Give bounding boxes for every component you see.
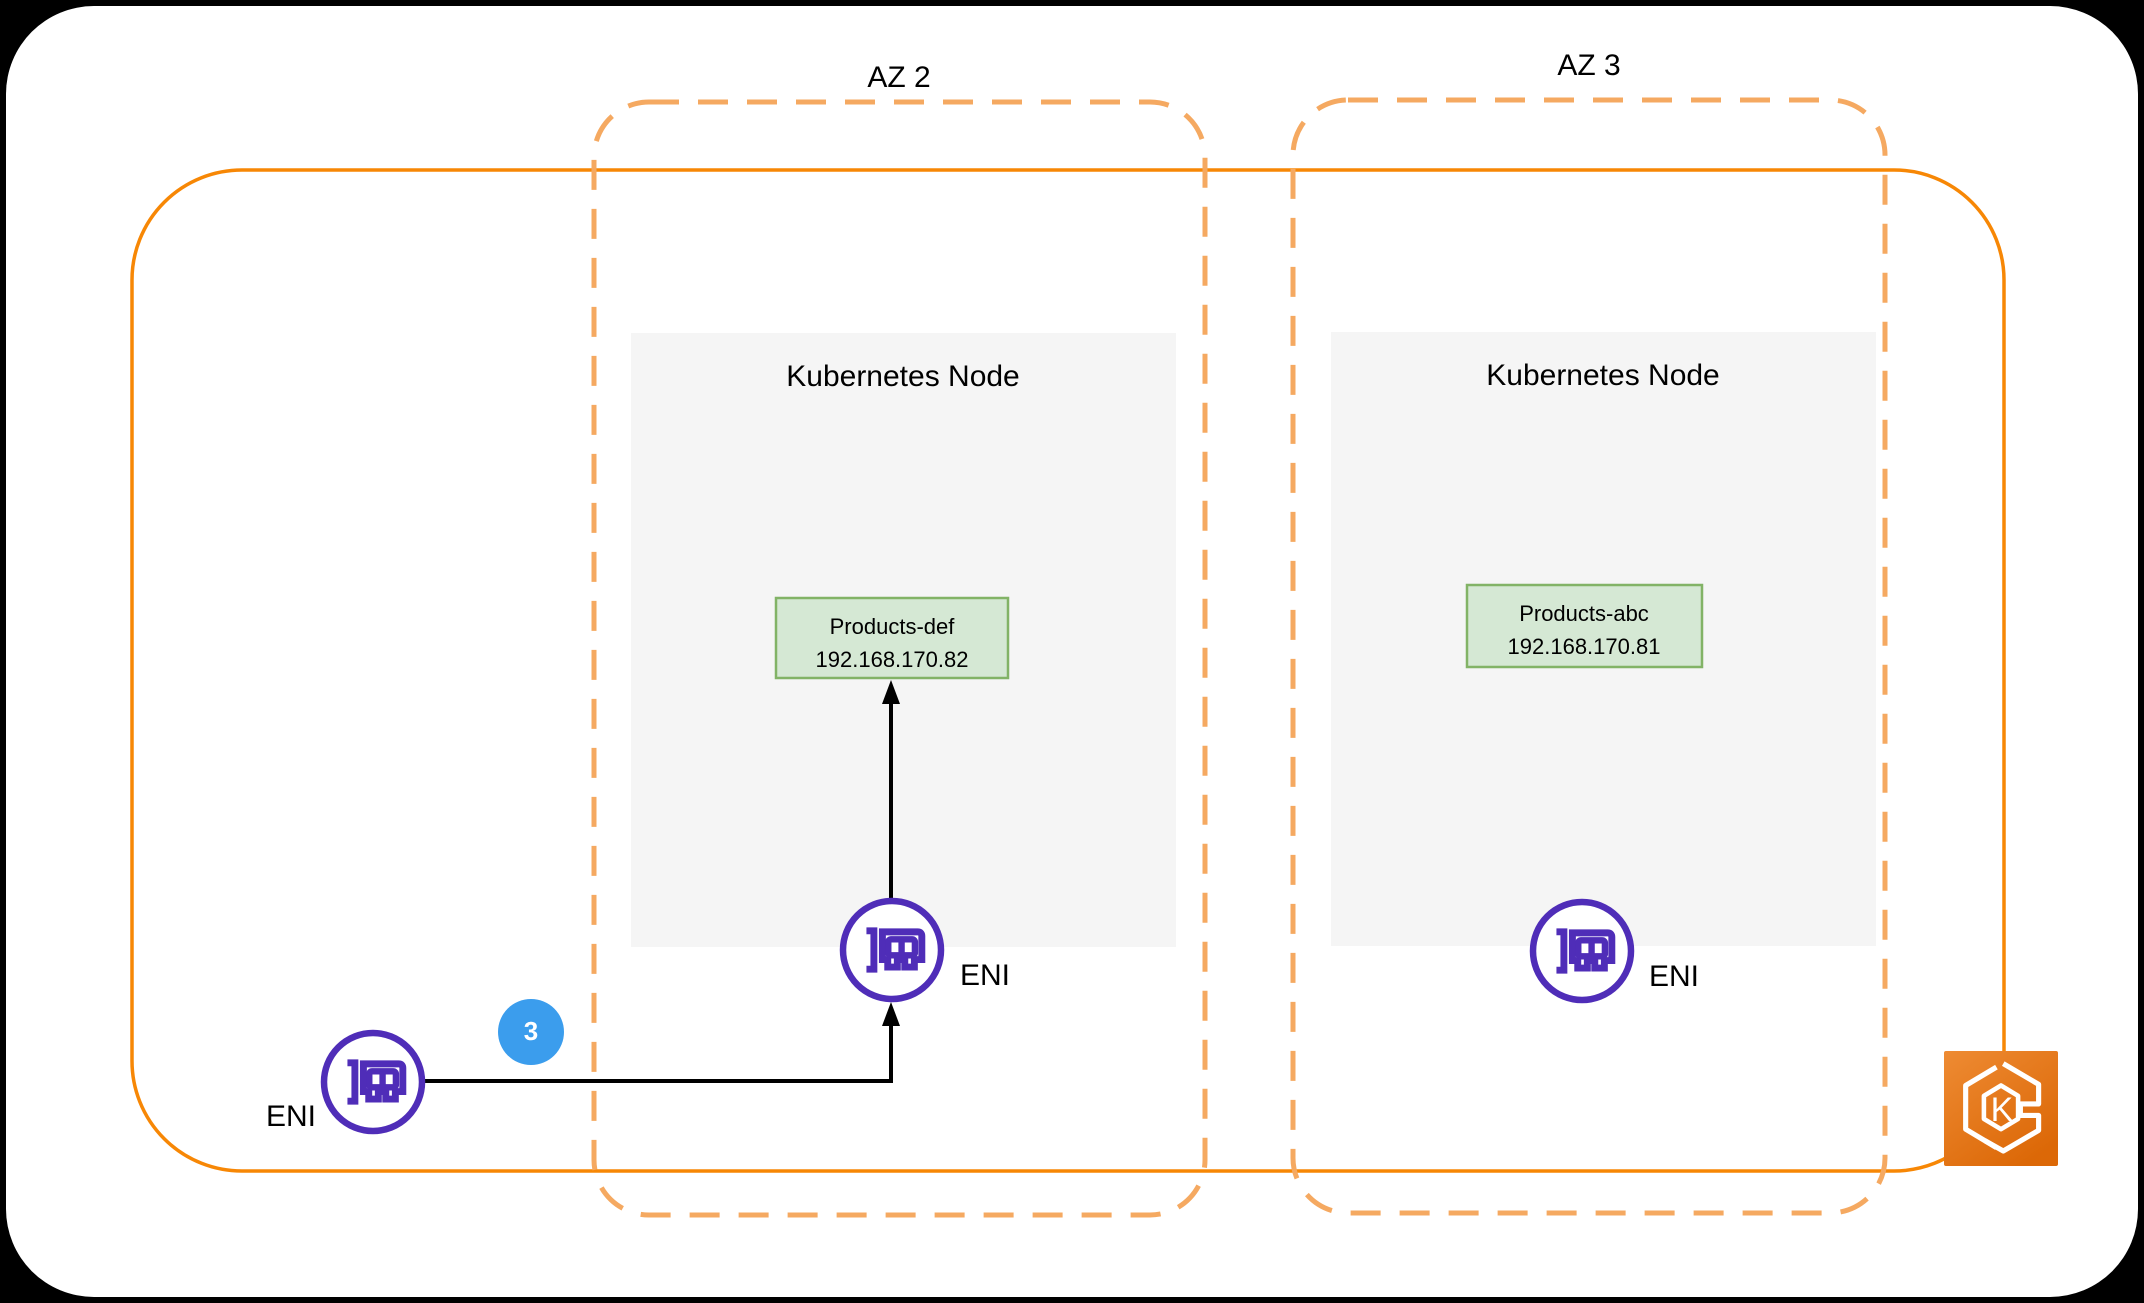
eni-icon-external (320, 1029, 426, 1135)
eni-icon-az3-node (1529, 898, 1635, 1004)
pod-ip-products-abc: 192.168.170.81 (1507, 634, 1661, 659)
arrow-node-eni-to-pod (882, 680, 900, 900)
eni-label-az3-node: ENI (1648, 960, 1700, 993)
step-badge-number: 3 (523, 1016, 539, 1046)
pod-ip-products-def: 192.168.170.82 (815, 647, 969, 672)
step-badge-circle (498, 999, 564, 1065)
pod-name-products-def: Products-def (829, 614, 955, 639)
arrow-external-eni-to-node-eni (423, 1002, 900, 1083)
pod-box-products-def (774, 596, 1010, 680)
eks-icon-letter: K (1990, 1091, 2014, 1129)
az2-label: AZ 2 (867, 61, 931, 94)
eni-label-external: ENI (265, 1100, 317, 1133)
eks-cluster-boundary (130, 168, 2006, 1173)
pod-box-products-abc (1465, 583, 1704, 669)
node-title-az3: Kubernetes Node (1486, 359, 1720, 392)
eni-label-az2-node: ENI (959, 959, 1011, 992)
eni-icon-az2-node (839, 897, 945, 1003)
pod-name-products-abc: Products-abc (1519, 601, 1649, 626)
az3-label: AZ 3 (1557, 49, 1621, 82)
az2-boundary (591, 99, 1208, 1218)
node-title-az2: Kubernetes Node (786, 360, 1020, 393)
eks-icon (1944, 1051, 2058, 1166)
